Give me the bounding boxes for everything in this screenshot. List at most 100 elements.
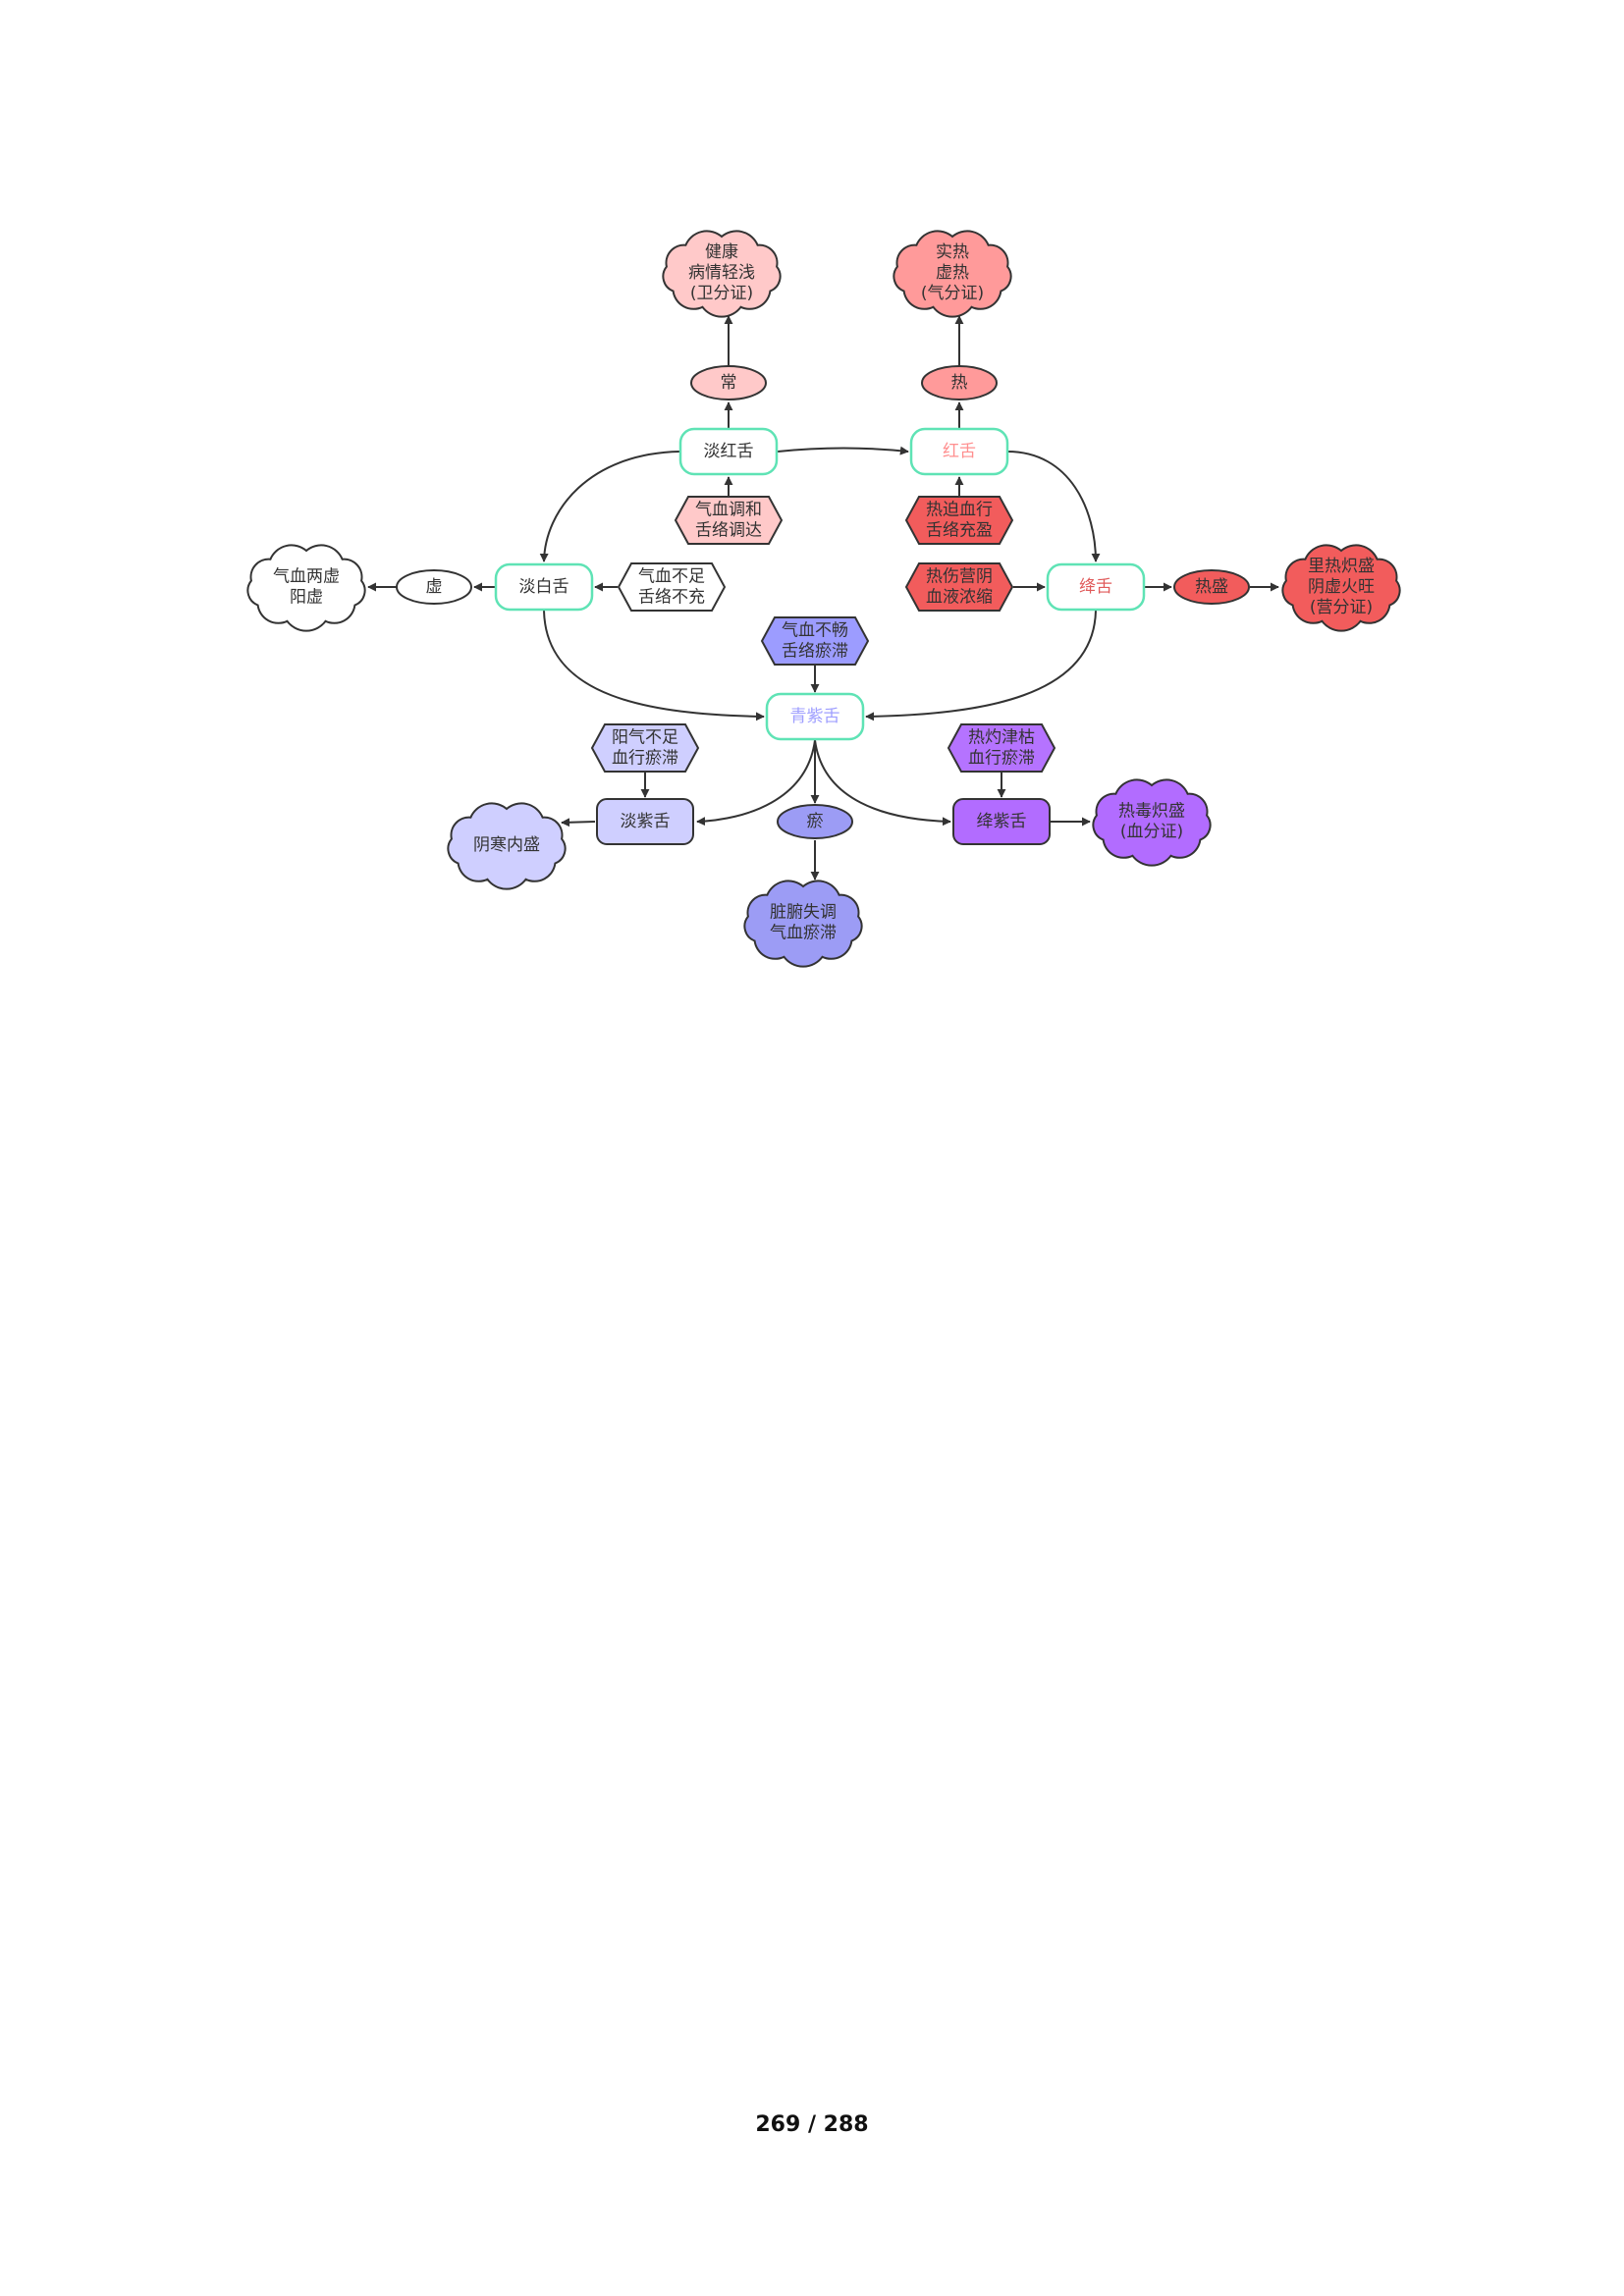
node-stasis-label: 瘀 (807, 812, 824, 831)
node-normal: 常 (690, 365, 767, 400)
node-qi-blood-insufficient-label: 舌络不充 (638, 588, 705, 608)
node-organ-imbalance-label: 气血瘀滞 (770, 924, 837, 943)
node-heat-label: 热 (951, 373, 968, 393)
node-qi-blood-insufficient-label: 气血不足 (638, 567, 705, 587)
node-interior-heat-label: 阴虚火旺 (1308, 577, 1375, 597)
node-crimson-tongue: 绛舌 (1046, 562, 1146, 612)
node-crimson-purple-tongue: 绛紫舌 (952, 798, 1051, 845)
page-current: 269 (755, 2112, 801, 2137)
node-excess-heat-label: (气分证) (921, 284, 984, 303)
node-qi-blood-deficiency-label: 阳虚 (290, 588, 323, 608)
node-heat-burns-fluid-shape (947, 723, 1056, 773)
node-heat-forces-blood-label: 舌络充盈 (926, 521, 993, 541)
arrow-pale-red-tongue-to-red-tongue (777, 446, 909, 455)
node-healthy-label: 健康 (705, 242, 738, 262)
node-heat-damages-yin-label: 血液浓缩 (926, 588, 993, 608)
node-stasis-shape (777, 804, 853, 839)
node-interior-heat-label: (营分证) (1310, 598, 1373, 617)
node-interior-heat-shape (1281, 544, 1401, 632)
node-organ-imbalance-shape (743, 880, 863, 968)
node-toxic-heat-shape (1092, 778, 1212, 867)
node-qi-blood-unsmooth-label: 舌络瘀滞 (782, 642, 848, 662)
node-qi-blood-deficiency-label: 气血两虚 (273, 567, 340, 587)
node-pale-white-tongue-label: 淡白舌 (519, 577, 569, 597)
node-crimson-tongue-label: 绛舌 (1079, 577, 1112, 597)
node-red-tongue-shape (909, 427, 1009, 476)
node-crimson-purple-tongue-label: 绛紫舌 (977, 812, 1027, 831)
node-healthy-shape (662, 230, 782, 318)
node-pale-white-tongue-shape (494, 562, 594, 612)
page-number: 269 / 288 (755, 2112, 869, 2137)
node-qi-blood-harmony-label: 气血调和 (695, 501, 762, 520)
node-deficiency: 虚 (396, 569, 472, 605)
arrow-crimson-tongue-to-blue-purple-tongue (865, 610, 1097, 721)
diagram-nodes: 健康病情轻浅(卫分证)实热虚热(气分证)常热淡红舌红舌气血调和舌络调达热迫血行舌… (246, 230, 1401, 968)
node-yang-qi-insufficient-shape (590, 723, 700, 773)
node-qi-blood-unsmooth-label: 气血不畅 (782, 621, 848, 641)
node-heat-excess: 热盛 (1173, 569, 1250, 605)
diagram-edges (367, 315, 1279, 881)
node-crimson-tongue-shape (1046, 562, 1146, 612)
arrow-blue-purple-tongue-to-crimson-purple-tongue (814, 739, 951, 827)
node-pale-red-tongue: 淡红舌 (678, 427, 779, 476)
node-stasis: 瘀 (777, 804, 853, 839)
node-red-tongue-label: 红舌 (943, 442, 976, 461)
node-healthy-label: 病情轻浅 (688, 263, 755, 283)
arrow-blue-purple-tongue-to-pale-purple-tongue (696, 739, 816, 827)
node-heat-burns-fluid-label: 热灼津枯 (968, 728, 1035, 748)
node-qi-blood-unsmooth-shape (760, 616, 870, 666)
node-yang-qi-insufficient-label: 血行瘀滞 (612, 749, 678, 769)
node-toxic-heat-label: (血分证) (1120, 823, 1183, 842)
node-pale-red-tongue-shape (678, 427, 779, 476)
node-interior-heat-label: 里热炽盛 (1308, 557, 1375, 576)
node-red-tongue: 红舌 (909, 427, 1009, 476)
node-blue-purple-tongue-label: 青紫舌 (790, 707, 840, 726)
node-deficiency-label: 虚 (426, 577, 443, 597)
arrow-pale-purple-tongue-to-yin-cold (561, 818, 596, 828)
node-excess-heat-label: 实热 (936, 242, 969, 262)
node-toxic-heat-label: 热毒炽盛 (1118, 802, 1185, 822)
node-blue-purple-tongue-shape (765, 692, 865, 741)
node-yin-cold-shape (447, 802, 567, 890)
node-toxic-heat: 热毒炽盛(血分证) (1092, 778, 1212, 867)
node-yang-qi-insufficient-label: 阳气不足 (612, 728, 678, 748)
node-normal-label: 常 (721, 373, 737, 393)
node-qi-blood-harmony-shape (674, 496, 784, 545)
node-heat-forces-blood-shape (904, 496, 1014, 545)
node-qi-blood-harmony-label: 舌络调达 (695, 521, 762, 541)
node-qi-blood-deficiency-shape (246, 544, 366, 632)
arrow-pale-red-tongue-to-pale-white-tongue (539, 451, 680, 562)
node-organ-imbalance-label: 脏腑失调 (770, 903, 837, 923)
node-yin-cold: 阴寒内盛 (447, 802, 567, 890)
node-heat-shape (921, 365, 998, 400)
node-deficiency-shape (396, 569, 472, 605)
node-heat-excess-label: 热盛 (1195, 577, 1228, 597)
node-heat-forces-blood-label: 热迫血行 (926, 501, 993, 520)
node-crimson-purple-tongue-shape (952, 798, 1051, 845)
node-heat: 热 (921, 365, 998, 400)
page-total: 288 (823, 2112, 869, 2137)
arrow-pale-white-tongue-to-blue-purple-tongue (543, 610, 765, 721)
node-pale-purple-tongue-label: 淡紫舌 (621, 812, 671, 831)
node-normal-shape (690, 365, 767, 400)
node-healthy-label: (卫分证) (690, 284, 753, 303)
node-pale-red-tongue-label: 淡红舌 (704, 442, 754, 461)
node-pale-white-tongue: 淡白舌 (494, 562, 594, 612)
node-heat-excess-shape (1173, 569, 1250, 605)
node-excess-heat-shape (893, 230, 1012, 318)
node-pale-purple-tongue: 淡紫舌 (596, 798, 694, 845)
node-heat-damages-yin-shape (904, 562, 1014, 612)
node-pale-purple-tongue-shape (596, 798, 694, 845)
